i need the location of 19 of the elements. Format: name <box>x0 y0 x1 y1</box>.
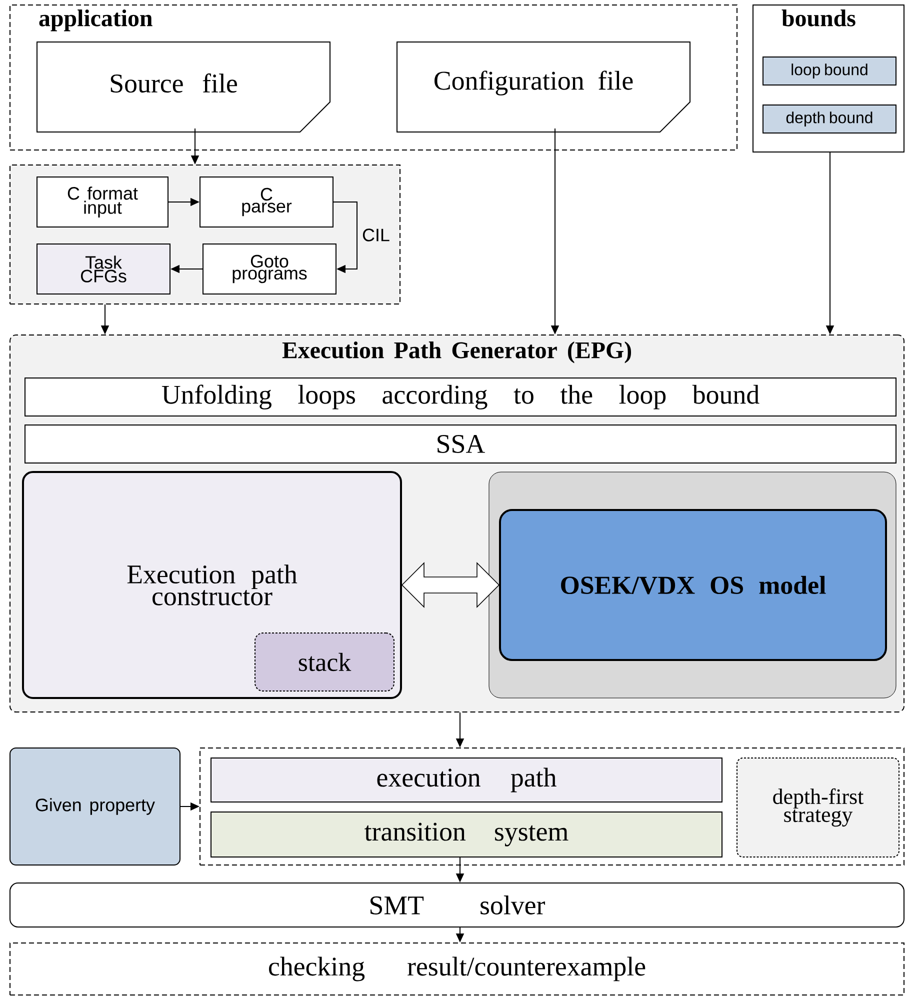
arrow <box>333 202 358 274</box>
model-box: OSEK/VDX OS model <box>499 509 887 661</box>
process-box: Goto programs <box>202 244 336 294</box>
result-box: checking result/counterexample <box>10 942 904 996</box>
process-box: execution path <box>210 758 722 802</box>
edge-label: CIL <box>361 228 391 242</box>
process-box: Task CFGs <box>36 244 170 294</box>
stack-box: stack <box>254 632 394 692</box>
process-box: Given property <box>10 748 180 866</box>
process-box: Unfolding loops according to the loop bound <box>24 378 896 416</box>
process-box: SMT solver <box>10 882 904 928</box>
bound-box: loop bound <box>762 56 896 86</box>
process-box: transition system <box>210 812 722 858</box>
group-box <box>200 748 904 866</box>
process-box: SSA <box>24 424 896 464</box>
bound-box: depth bound <box>762 104 896 134</box>
process-box: C format input <box>36 176 168 228</box>
strategy-box: depth-first strategy <box>736 758 900 858</box>
process-box: C parser <box>200 176 334 228</box>
